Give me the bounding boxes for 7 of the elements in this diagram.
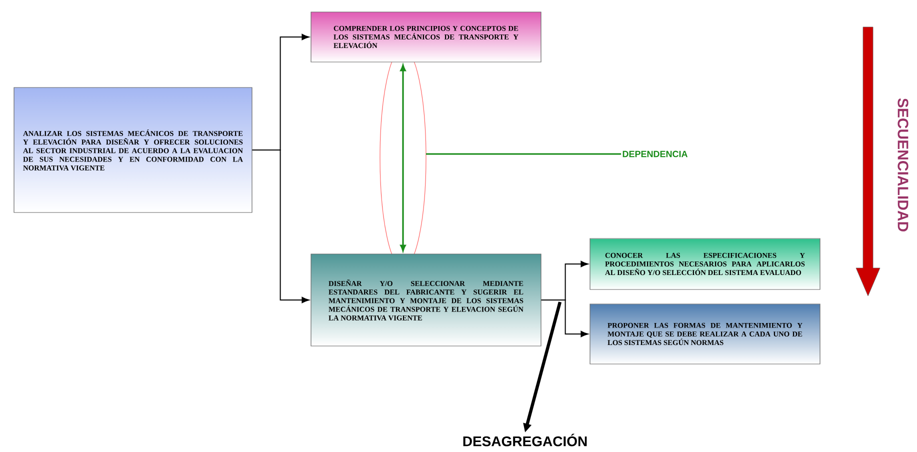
arrow <box>400 64 406 252</box>
arrow <box>252 150 310 304</box>
arrow <box>540 300 588 338</box>
category-label: SECUENCIALIDAD <box>898 98 908 232</box>
dependency-label: DEPENDENCIA <box>622 150 688 158</box>
leader-line <box>426 153 622 155</box>
category-label: DESAGREGACIÓN <box>463 434 587 446</box>
